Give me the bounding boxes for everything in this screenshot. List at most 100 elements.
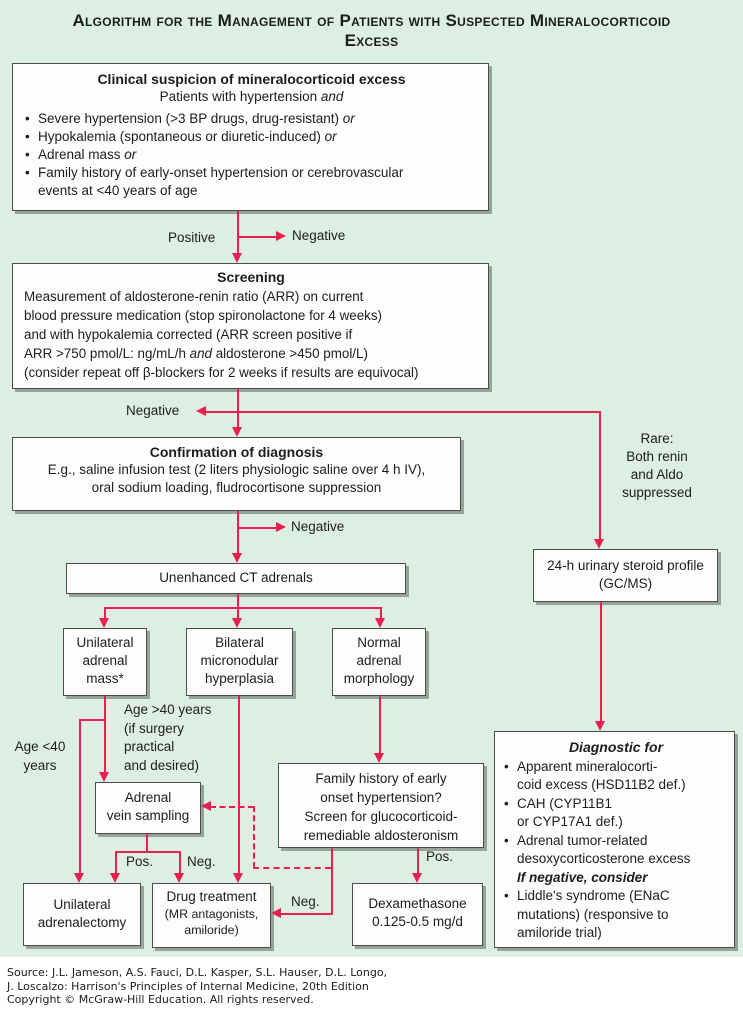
- connector-family-neg-down: [331, 848, 333, 915]
- dashed-connector-from-neg: [253, 867, 331, 869]
- connector-clinical-to-screening: [237, 211, 239, 255]
- arrowhead-into-urinary-profile: [594, 539, 604, 549]
- clinical-title: Clinical suspicion of mineralocorticoid …: [97, 71, 406, 87]
- arrowhead-into-family: [374, 753, 384, 763]
- connector-avs-branch: [115, 851, 181, 853]
- connector-avs-neg: [179, 851, 181, 875]
- box-confirmation: Confirmation of diagnosis E.g., saline i…: [12, 437, 461, 511]
- connector-age-under-down: [79, 719, 81, 875]
- diagnostic-bullet-1: • Apparent mineralocorti-coid excess (HS…: [504, 758, 686, 793]
- drug-treatment-detail: (MR antagonists,amiloride): [164, 907, 259, 937]
- label-family-neg: Neg.: [291, 894, 320, 909]
- bullet-icon: •: [25, 147, 30, 162]
- connector-screening-negative: [205, 411, 601, 413]
- arrowhead-into-diagnostic: [595, 721, 605, 731]
- connector-branch-right: [380, 607, 382, 620]
- connector-ct-branch: [104, 607, 382, 609]
- figure-title: Algorithm for the Management of Patients…: [72, 11, 671, 50]
- bullet-icon: •: [504, 832, 509, 848]
- box-urinary-steroid-profile: 24-h urinary steroid profile(GC/MS): [533, 549, 718, 602]
- connector-ct-stem: [237, 594, 239, 608]
- connector-screening-to-confirmation: [237, 389, 239, 428]
- connector-family-neg-left: [279, 913, 332, 915]
- arrowhead-into-unilateral-mass: [99, 618, 109, 628]
- screening-body: Measurement of aldosterone-renin ratio (…: [24, 289, 419, 380]
- connector-avs-pos: [115, 851, 117, 875]
- arrowhead-into-drug-mid: [233, 873, 243, 883]
- label-avs-neg: Neg.: [187, 854, 216, 869]
- connector-family-pos: [417, 848, 419, 873]
- arrowhead-screening-negative: [196, 406, 206, 416]
- box-screening: Screening Measurement of aldosterone-ren…: [12, 263, 489, 389]
- label-negative-screening: Negative: [126, 403, 180, 418]
- arrowhead-confirmation-negative: [276, 522, 286, 532]
- screening-title: Screening: [217, 269, 285, 285]
- connector-clinical-negative: [238, 236, 276, 238]
- arrowhead-into-screening: [232, 253, 242, 263]
- ct-label: Unenhanced CT adrenals: [159, 570, 313, 585]
- bullet-icon: •: [25, 129, 30, 144]
- connector-normal-to-family: [379, 696, 381, 755]
- arrowhead-into-ct: [232, 553, 242, 563]
- arrowhead-avs-pos: [110, 873, 120, 883]
- connector-mass-to-avs: [104, 696, 106, 774]
- connector-age-under-branch: [79, 719, 106, 721]
- arrowhead-clinical-negative: [276, 231, 286, 241]
- dashed-connector-to-avs: [210, 806, 254, 808]
- diagnostic-if-negative: If negative, consider: [517, 869, 648, 885]
- confirmation-title: Confirmation of diagnosis: [149, 444, 324, 460]
- arrowhead-into-drug-right: [271, 908, 281, 918]
- arrowhead-into-dexamethasone: [412, 873, 422, 883]
- bullet-icon: •: [504, 888, 509, 903]
- connector-avs-stem: [146, 834, 148, 853]
- label-positive: Positive: [168, 230, 216, 245]
- clinical-bullet-1: • Severe hypertension (>3 BP drugs, drug…: [25, 111, 355, 126]
- clinical-bullet-2: • Hypokalemia (spontaneous or diuretic-i…: [25, 129, 337, 144]
- arrowhead-avs-neg: [174, 873, 184, 883]
- clinical-bullet-3: • Adrenal mass or: [25, 147, 137, 162]
- connector-branch-left: [104, 607, 106, 620]
- connector-bilateral-to-drug: [238, 696, 240, 875]
- box-clinical-suspicion: Clinical suspicion of mineralocorticoid …: [12, 63, 489, 211]
- arrowhead-into-confirmation: [232, 427, 242, 437]
- label-negative-confirmation: Negative: [291, 519, 345, 534]
- connector-rare-down: [599, 411, 601, 540]
- confirmation-body: E.g., saline infusion test (2 liters phy…: [47, 462, 426, 495]
- label-family-pos: Pos.: [426, 849, 454, 864]
- drug-treatment-title: Drug treatment: [166, 889, 257, 904]
- label-negative-clinical: Negative: [292, 228, 346, 243]
- connector-confirmation-to-ct: [237, 511, 239, 554]
- arrowhead-dashed-into-avs: [201, 801, 211, 811]
- box-ct-adrenals: Unenhanced CT adrenals: [66, 563, 406, 594]
- clinical-bullet-4: • Family history of early-onset hyperten…: [25, 165, 404, 198]
- connector-confirmation-negative: [239, 527, 276, 529]
- dashed-connector-vertical: [253, 806, 255, 868]
- bullet-icon: •: [504, 758, 509, 774]
- arrowhead-into-avs: [99, 772, 109, 782]
- bullet-icon: •: [25, 111, 30, 126]
- connector-urinary-to-diagnostic: [600, 602, 602, 721]
- clinical-subtitle: Patients with hypertension and: [159, 89, 344, 104]
- box-diagnostic-for: Diagnostic for • Apparent mineralocorti-…: [494, 731, 735, 948]
- connector-branch-mid: [237, 607, 239, 620]
- arrowhead-into-normal: [375, 618, 385, 628]
- arrowhead-into-adrenalectomy-left: [74, 873, 84, 883]
- box-drug-treatment: Drug treatment (MR antagonists,amiloride…: [152, 883, 271, 948]
- arrowhead-into-bilateral: [232, 618, 242, 628]
- bullet-icon: •: [504, 795, 509, 811]
- source-attribution: Source: J.L. Jameson, A.S. Fauci, D.L. K…: [7, 966, 388, 1006]
